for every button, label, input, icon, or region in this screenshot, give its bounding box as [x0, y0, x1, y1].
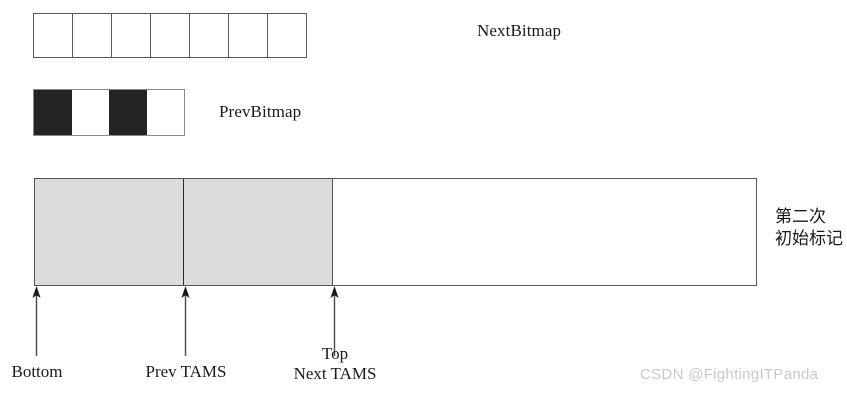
phase-annotation-line1: 第二次 [775, 207, 826, 226]
pointer-label-bottom-text: Bottom [11, 362, 63, 381]
prev-bitmap-cell-marked [109, 90, 147, 135]
heap-region-prev-tams-to-top [184, 179, 333, 285]
heap-region-bottom-to-prev-tams [35, 179, 184, 285]
next-bitmap-cell [268, 14, 306, 57]
prev-bitmap-label: PrevBitmap [219, 102, 302, 121]
next-bitmap-cell [190, 14, 229, 57]
pointer-arrow-top-next-tams-icon [328, 286, 341, 356]
prev-bitmap-cell-marked [34, 90, 72, 135]
pointer-label-next-tams-text: Next TAMS [293, 364, 377, 383]
heap-region-top-to-end [333, 179, 756, 285]
next-bitmap-cell [34, 14, 73, 57]
pointer-arrow-bottom-icon [30, 286, 43, 356]
next-bitmap-cell [112, 14, 151, 57]
prev-bitmap-cell-clear [146, 90, 184, 135]
prev-bitmap-strip [33, 89, 185, 136]
pointer-label-prev-tams: Prev TAMS [133, 362, 239, 382]
watermark: CSDN @FightingITPanda [640, 366, 819, 383]
pointer-label-top-next-tams: Top Next TAMS [276, 344, 394, 384]
pointer-label-prev-tams-text: Prev TAMS [145, 362, 227, 381]
heap-region-bar [34, 178, 757, 286]
next-bitmap-label: NextBitmap [477, 21, 562, 40]
pointer-label-top-text: Top [321, 344, 349, 363]
phase-annotation-line2: 初始标记 [775, 229, 843, 248]
phase-annotation: 第二次 初始标记 [775, 206, 843, 250]
pointer-arrow-prev-tams-icon [179, 286, 192, 356]
next-bitmap-cell [151, 14, 190, 57]
next-bitmap-cell [229, 14, 268, 57]
next-bitmap-strip [33, 13, 307, 58]
next-bitmap-cell [73, 14, 112, 57]
prev-bitmap-cell-clear [71, 90, 109, 135]
pointer-label-bottom: Bottom [0, 362, 74, 382]
